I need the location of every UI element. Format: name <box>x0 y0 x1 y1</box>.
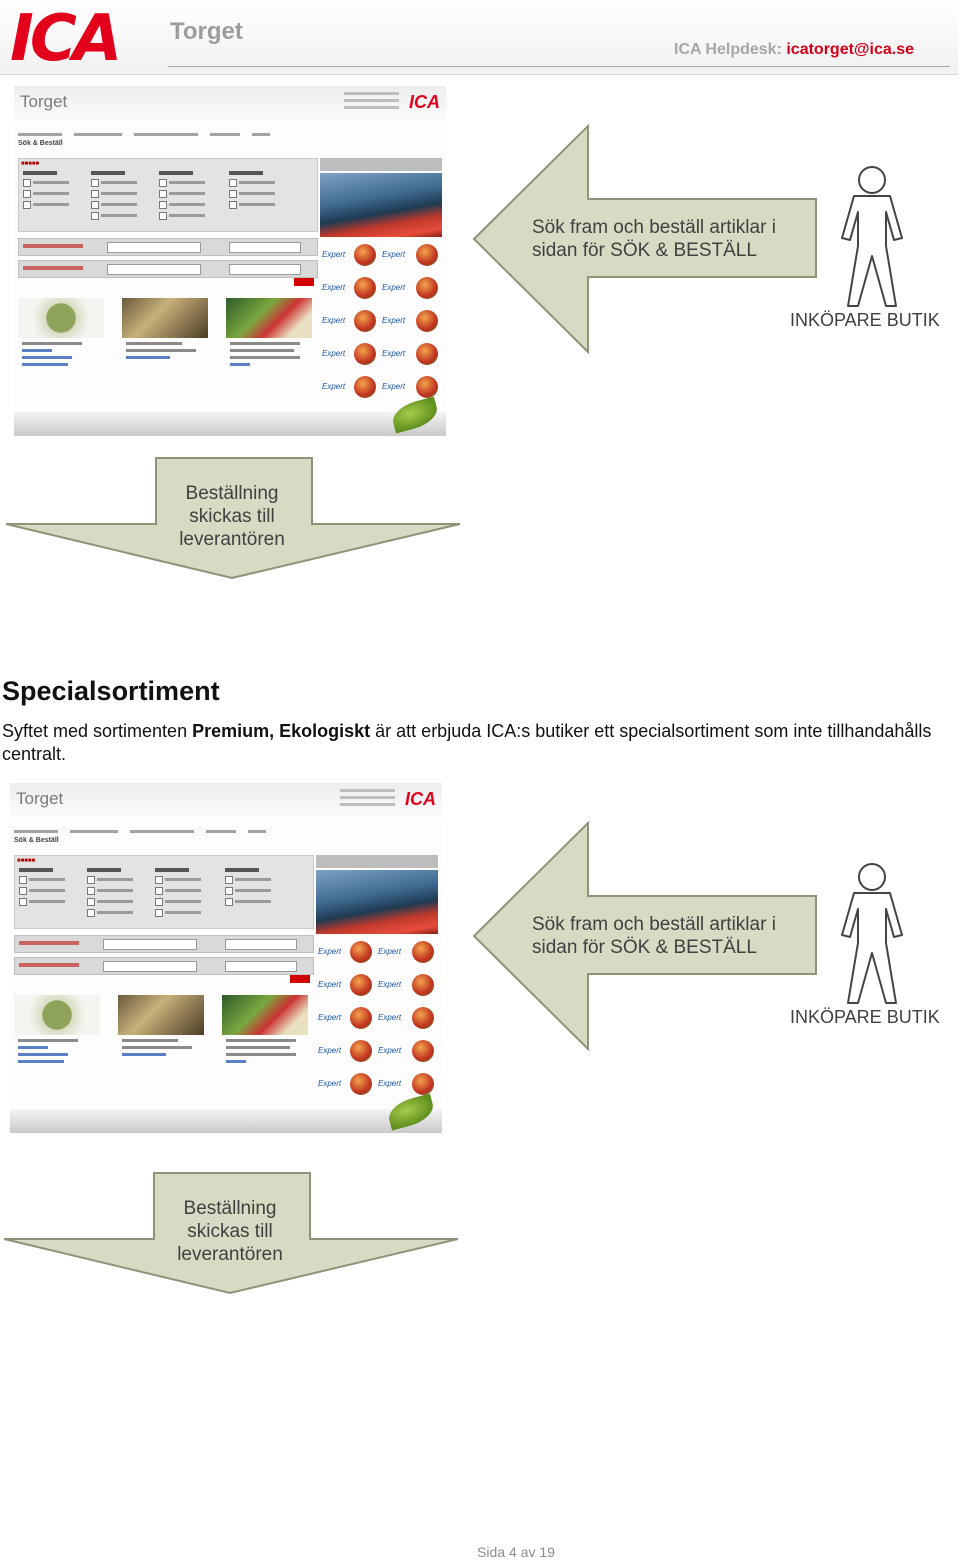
buyer-label: INKÖPARE BUTIK <box>790 1007 940 1028</box>
header-title: Torget <box>170 18 243 46</box>
left-arrow-text: Sök fram och beställ artiklar i sidan fö… <box>532 216 802 262</box>
screenshot-ica-logo: ICA <box>405 789 436 810</box>
page-header: ICA Torget ICA Helpdesk: icatorget@ica.s… <box>0 0 958 75</box>
buyer-label: INKÖPARE BUTIK <box>790 310 940 331</box>
fishing-boat-image <box>320 173 442 237</box>
down-arrow-text: Beställning skickas till leverantören <box>162 482 302 551</box>
promo-card <box>226 298 320 390</box>
promo-card <box>222 995 316 1087</box>
screenshot-section-label: Sök & Beställ <box>18 140 63 147</box>
promo-card <box>14 995 108 1087</box>
person-icon <box>834 863 910 1008</box>
screenshot-user-links <box>344 92 399 113</box>
screenshot-sort-bar <box>18 260 318 278</box>
helpdesk-label: ICA Helpdesk: <box>674 41 782 58</box>
screenshot-nav <box>18 126 348 132</box>
screenshot-nav <box>14 823 344 829</box>
screenshot-user-links <box>340 789 395 810</box>
screenshot-search-button <box>294 278 314 286</box>
screenshot-ica-logo: ICA <box>409 92 440 113</box>
section-title: Specialsortiment <box>2 676 220 707</box>
screenshot-filter-panel: ■■■■■ <box>18 158 318 232</box>
screenshot-supplier-header <box>316 855 438 868</box>
screenshot-search-button <box>290 975 310 983</box>
person-icon <box>834 166 910 311</box>
screenshot-supplier-header <box>320 158 442 171</box>
section-body: Syftet med sortimenten Premium, Ekologis… <box>2 720 942 766</box>
section-body-bold: Premium, Ekologiskt <box>192 721 370 741</box>
header-divider <box>168 66 950 67</box>
page-number: Sida 4 av 19 <box>0 1544 960 1560</box>
helpdesk-email-link[interactable]: icatorget@ica.se <box>786 41 914 58</box>
fishing-boat-image <box>316 870 438 934</box>
left-arrow-text: Sök fram och beställ artiklar i sidan fö… <box>532 913 802 959</box>
screenshot-section-label: Sök & Beställ <box>14 837 59 844</box>
screenshot-title: Torget <box>20 92 67 112</box>
promo-card <box>18 298 112 390</box>
promo-card <box>118 995 212 1087</box>
down-arrow-text: Beställning skickas till leverantören <box>160 1197 300 1266</box>
ica-logo: ICA <box>10 8 132 70</box>
screenshot-search-bar <box>18 238 318 256</box>
helpdesk-info: ICA Helpdesk: icatorget@ica.se <box>674 41 914 59</box>
screenshot-search-bar <box>14 935 314 953</box>
screenshot-title: Torget <box>16 789 63 809</box>
screenshot-filter-panel: ■■■■■ <box>14 855 314 929</box>
screenshot-sort-bar <box>14 957 314 975</box>
promo-card <box>122 298 216 390</box>
